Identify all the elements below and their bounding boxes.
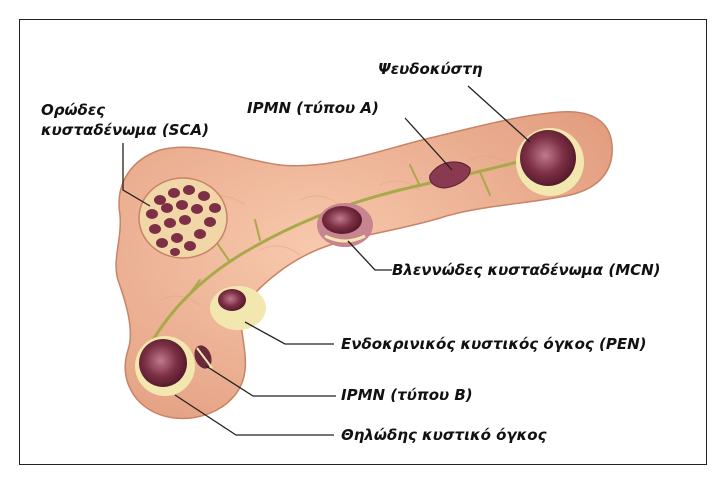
spn-lesion (135, 336, 195, 396)
label-ipmn-b: IPMN (τύπου Β) (341, 386, 473, 405)
label-mcn: Βλεννώδες κυσταδένωμα (MCN) (392, 261, 661, 280)
label-spn: Θηλώδης κυστικό όγκος (341, 426, 547, 445)
label-ipmn-a: IPMN (τύπου Α) (247, 99, 379, 118)
label-pseudocyst: Ψευδοκύστη (378, 60, 483, 79)
label-pen: Ενδοκρινικός κυστικός όγκος (PEN) (341, 335, 647, 354)
pen-lesion (210, 286, 266, 330)
label-sca-line1: Ορώδες (41, 101, 105, 120)
label-sca-line2: κυσταδένωμα (SCA) (41, 121, 209, 140)
mcn-lesion (317, 203, 373, 247)
leader-pen (245, 322, 334, 344)
sca-cyst-cluster (139, 178, 227, 258)
